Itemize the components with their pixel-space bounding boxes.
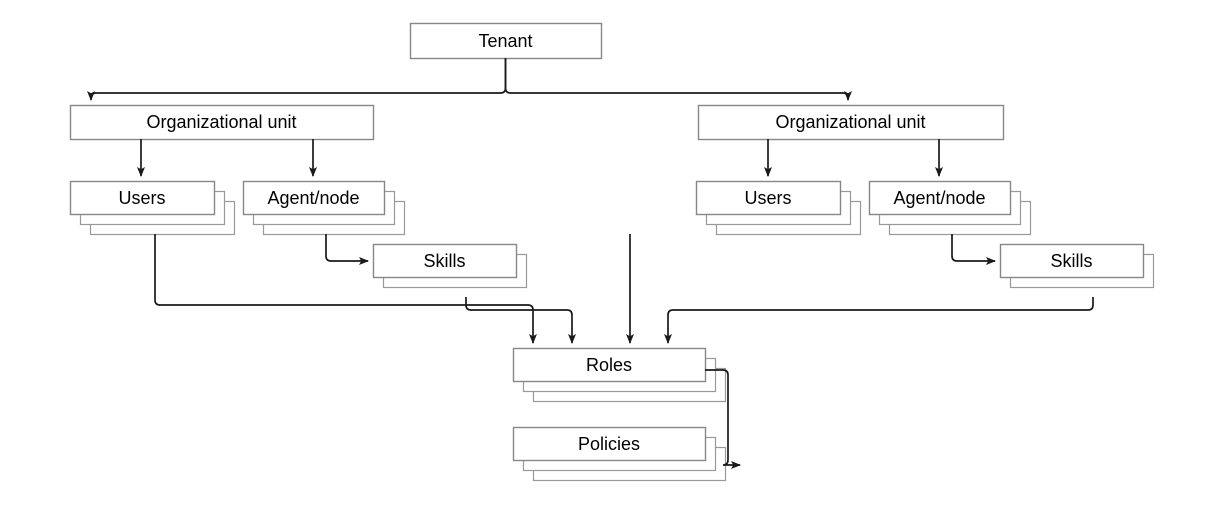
node-skills-right-layer-0[interactable] [999, 243, 1145, 279]
node-org-unit-right-layer-0[interactable] [697, 104, 1005, 141]
edge-tenant-to-org-unit-right [504, 58, 852, 101]
node-skills-left[interactable] [372, 243, 528, 289]
edge-skills-left-to-roles [465, 297, 576, 344]
edge-skills-right-to-roles [664, 297, 1094, 344]
node-tenant-layer-0[interactable] [409, 22, 603, 60]
node-agent-node-left-layer-0[interactable] [242, 180, 386, 216]
node-skills-right[interactable] [999, 243, 1155, 289]
node-agent-node-left[interactable] [242, 180, 406, 236]
edge-roles-to-policies [705, 369, 741, 469]
node-users-left-layer-0[interactable] [69, 180, 216, 216]
node-boxes-layer [69, 22, 1155, 482]
node-tenant[interactable] [409, 22, 603, 60]
node-roles[interactable] [512, 347, 727, 403]
edge-users-left-to-roles [154, 234, 537, 344]
node-agent-node-right[interactable] [868, 180, 1032, 236]
node-roles-layer-0[interactable] [512, 347, 707, 383]
node-org-unit-left-layer-0[interactable] [69, 104, 375, 141]
edge-agent-node-right-to-skills-right [951, 234, 996, 265]
node-policies-layer-0[interactable] [512, 426, 707, 462]
node-users-left[interactable] [69, 180, 236, 236]
node-users-right[interactable] [695, 180, 862, 236]
node-skills-left-layer-0[interactable] [372, 243, 518, 279]
node-agent-node-right-layer-0[interactable] [868, 180, 1012, 216]
edge-agent-node-left-to-skills-left [325, 234, 369, 265]
connector-edges-layer [87, 58, 1094, 469]
node-org-unit-right[interactable] [697, 104, 1005, 141]
node-users-right-layer-0[interactable] [695, 180, 842, 216]
node-org-unit-left[interactable] [69, 104, 375, 141]
node-policies[interactable] [512, 426, 727, 482]
edge-tenant-to-org-unit-left [87, 58, 507, 101]
